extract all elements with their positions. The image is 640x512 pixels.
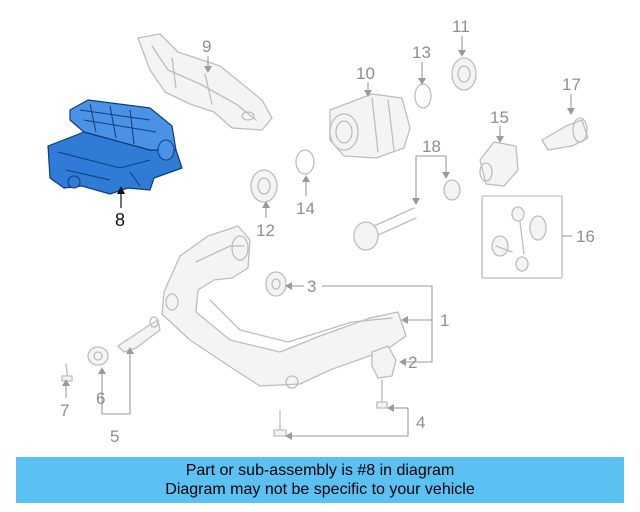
banner-line-2: Diagram may not be specific to your vehi… [165,481,475,498]
callout-17: 17 [562,75,581,94]
callout-8[interactable]: 8 [115,210,125,230]
part-8-highlighted-assembly[interactable] [47,99,183,195]
part-9-bracket [137,33,273,131]
disclaimer-banner: Part or sub-assembly is #8 in diagram Di… [16,457,624,503]
part-15-differential [479,141,519,187]
callout-13: 13 [412,43,431,62]
callout-14: 14 [296,199,315,218]
callout-numbers: 8 9 10 11 13 14 12 15 17 18 16 3 1 2 4 5… [60,17,595,446]
banner-line-1: Part or sub-assembly is #8 in diagram [185,462,455,479]
part-1-subframe [161,225,407,389]
part-17-stub-shaft [541,117,589,151]
part-16-gear-set [481,195,563,279]
part-13-oring [414,83,432,109]
callout-10: 10 [356,64,375,83]
part-2-mount [371,345,397,379]
part-10-housing [329,93,411,159]
callout-2: 2 [408,353,417,372]
callout-18: 18 [422,137,441,156]
callout-9: 9 [202,37,211,56]
part-11-flange [451,57,477,91]
part-5-link [117,316,161,353]
callout-12: 12 [256,221,275,240]
callout-1: 1 [440,311,449,330]
callout-7: 7 [60,401,69,420]
leader-lines [62,36,575,440]
callout-15: 15 [490,108,509,127]
callout-6: 6 [96,389,105,408]
part-3-bushing [265,271,287,297]
parts-diagram: 8 9 10 11 13 14 12 15 17 18 16 3 1 2 4 5… [47,17,595,446]
callout-16: 16 [576,227,595,246]
callout-3: 3 [307,277,316,296]
part-6-bushing [87,346,109,366]
part-7-bolt [61,363,73,382]
part-18-shaft [353,179,461,251]
part-4-bolts [273,379,388,437]
callout-11: 11 [452,17,470,36]
callout-4: 4 [416,413,425,432]
part-12-seal [250,169,278,203]
callout-5: 5 [110,427,119,446]
part-14-oring [295,149,315,175]
